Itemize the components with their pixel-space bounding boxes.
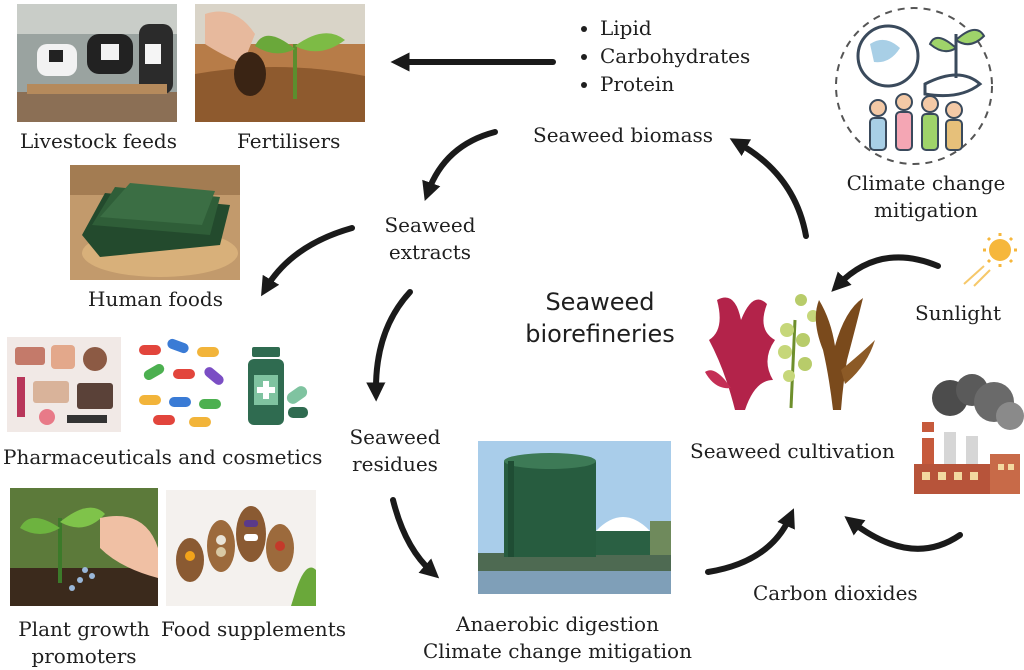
- component-carbohydrates: Carbohydrates: [600, 42, 750, 70]
- climate-change-icon: [830, 4, 998, 168]
- label-sunlight: Sunlight: [915, 301, 1001, 325]
- arrow-sunlight-to-cultivation: [831, 254, 941, 292]
- residues-line-1: Seaweed: [349, 425, 441, 449]
- center-title: Seaweed biorefineries: [510, 286, 690, 350]
- arrow-digestion-to-cultivation: [705, 508, 795, 575]
- arrow-cultivation-to-biomass: [729, 138, 809, 239]
- fertilisers-image: [195, 4, 365, 122]
- plant-growth-line-1: Plant growth: [18, 617, 150, 641]
- human-foods-image: [70, 165, 240, 280]
- label-seaweed-cultivation: Seaweed cultivation: [690, 439, 895, 463]
- label-pharmaceuticals-cosmetics: Pharmaceuticals and cosmetics: [3, 445, 323, 469]
- biomass-components-list: Lipid Carbohydrates Protein: [578, 14, 750, 98]
- label-food-supplements: Food supplements: [161, 617, 346, 641]
- seaweed-illustration: [695, 280, 885, 415]
- cosmetics-image: [7, 337, 121, 432]
- climate-line-1: Climate change: [846, 171, 1006, 195]
- medicine-bottle-icon: [244, 345, 310, 430]
- label-human-foods: Human foods: [88, 287, 223, 311]
- center-title-line-1: Seaweed: [545, 288, 655, 316]
- component-lipid: Lipid: [600, 14, 750, 42]
- anaerobic-digester-image: [478, 441, 671, 594]
- extracts-line-1: Seaweed: [384, 213, 476, 237]
- sun-icon: [958, 232, 1020, 288]
- plant-growth-image: [10, 488, 158, 606]
- label-livestock-feeds: Livestock feeds: [20, 129, 177, 153]
- label-fertilisers: Fertilisers: [237, 129, 341, 153]
- arrow-biomass-to-extracts: [422, 129, 498, 202]
- label-anaerobic-digestion: Anaerobic digestion Climate change mitig…: [420, 611, 695, 665]
- label-seaweed-residues: Seaweed residues: [340, 424, 450, 478]
- pills-image: [133, 337, 233, 429]
- label-climate-mitigation: Climate change mitigation: [840, 170, 1012, 224]
- arrow-co2-to-cultivation: [844, 516, 963, 552]
- arrow-extracts-to-residues: [366, 289, 413, 402]
- digestion-line-2: Climate change mitigation: [423, 639, 692, 663]
- digestion-line-1: Anaerobic digestion: [456, 612, 659, 636]
- food-supplements-image: [166, 490, 316, 606]
- label-seaweed-biomass: Seaweed biomass: [533, 123, 714, 147]
- label-plant-growth-promoters: Plant growth promoters: [14, 616, 154, 670]
- plant-growth-line-2: promoters: [31, 644, 137, 668]
- arrow-residues-to-digestion: [390, 497, 440, 579]
- label-carbon-dioxides: Carbon dioxides: [753, 581, 918, 605]
- residues-line-2: residues: [352, 452, 438, 476]
- label-seaweed-extracts: Seaweed extracts: [370, 212, 490, 266]
- factory-icon: [910, 372, 1024, 496]
- extracts-line-2: extracts: [388, 240, 472, 264]
- center-title-line-2: biorefineries: [525, 320, 675, 348]
- livestock-image: [17, 4, 177, 122]
- climate-line-2: mitigation: [874, 198, 978, 222]
- component-protein: Protein: [600, 70, 750, 98]
- arrow-extracts-to-human-foods: [261, 225, 355, 297]
